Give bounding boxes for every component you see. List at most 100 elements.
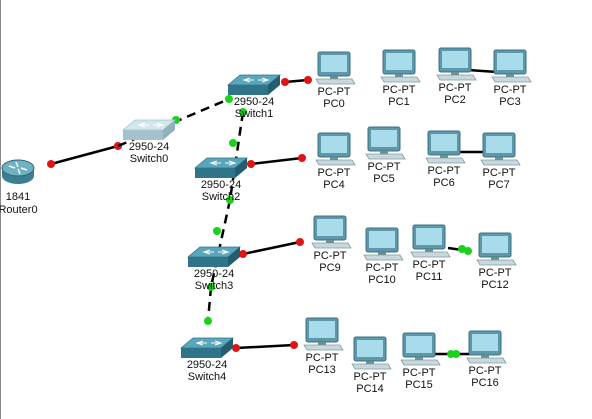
pc-icon bbox=[476, 232, 517, 266]
device-name-label: PC2 bbox=[444, 94, 465, 106]
link-status-up-from-dot bbox=[207, 283, 215, 291]
link-status-down-to-dot bbox=[290, 341, 298, 349]
device-model-label: PC-PT bbox=[318, 167, 351, 179]
link-status-up-to-dot bbox=[225, 95, 233, 103]
device-name-label: Switch0 bbox=[130, 153, 169, 165]
link-switch1-pc0[interactable] bbox=[281, 76, 312, 86]
switch-icon bbox=[186, 246, 242, 267]
link-switch2-switch3[interactable] bbox=[209, 196, 234, 288]
device-name-label: PC3 bbox=[499, 96, 520, 108]
link-switch2-pc4[interactable] bbox=[247, 154, 306, 168]
link-switch3-pc9[interactable] bbox=[239, 238, 304, 258]
pc-icon bbox=[311, 215, 352, 249]
device-name-label: PC10 bbox=[368, 274, 396, 286]
link-switch1-switch2[interactable] bbox=[228, 108, 247, 201]
link-cable[interactable] bbox=[467, 68, 498, 74]
switch-icon bbox=[179, 337, 235, 358]
link-pc11-pc12[interactable] bbox=[447, 245, 472, 255]
device-model-label: PC-PT bbox=[383, 84, 416, 96]
device-model-label: 2950-24 bbox=[234, 96, 274, 108]
link-cable[interactable] bbox=[242, 240, 301, 256]
link-status-up-from-dot bbox=[239, 108, 247, 116]
device-model-label: PC-PT bbox=[366, 262, 399, 274]
device-model-label: PC-PT bbox=[314, 250, 347, 262]
switch-icon bbox=[121, 119, 177, 140]
pc-icon bbox=[480, 132, 521, 166]
link-pc15-pc16[interactable] bbox=[433, 350, 472, 358]
device-model-label: PC-PT bbox=[354, 371, 387, 383]
pc-icon bbox=[380, 49, 421, 83]
device-name-label: PC12 bbox=[481, 279, 509, 291]
link-status-up-from-dot bbox=[226, 196, 234, 204]
device-model-label: 2950-24 bbox=[194, 268, 234, 280]
link-cable[interactable] bbox=[235, 343, 295, 350]
link-status-down-from-dot bbox=[281, 78, 289, 86]
device-model-label: PC-PT bbox=[469, 365, 502, 377]
link-status-up-to-dot bbox=[213, 227, 221, 235]
link-switch3-switch4[interactable] bbox=[204, 283, 215, 325]
link-status-down-from-dot bbox=[232, 344, 240, 352]
device-model-label: 2950-24 bbox=[129, 141, 169, 153]
device-name-label: PC16 bbox=[471, 377, 499, 389]
link-cable[interactable] bbox=[206, 286, 213, 322]
device-model-label: PC-PT bbox=[368, 161, 401, 173]
workspace-left-border bbox=[0, 0, 1, 419]
device-name-label: PC13 bbox=[308, 364, 336, 376]
device-model-label: PC-PT bbox=[413, 259, 446, 271]
link-status-down-to-dot bbox=[304, 76, 312, 84]
device-name-label: PC1 bbox=[388, 96, 409, 108]
device-name-label: PC5 bbox=[373, 173, 394, 185]
pc-icon bbox=[363, 227, 404, 261]
router-icon bbox=[1, 159, 35, 184]
device-name-label: PC4 bbox=[323, 179, 344, 191]
device-model-label: PC-PT bbox=[428, 165, 461, 177]
link-pc2-pc3[interactable] bbox=[467, 68, 498, 74]
pc-icon bbox=[410, 224, 451, 258]
link-status-down-to-dot bbox=[298, 154, 306, 162]
device-name-label: Switch4 bbox=[188, 371, 227, 383]
device-model-label: 1841 bbox=[6, 191, 30, 203]
pc-icon bbox=[351, 336, 392, 370]
device-name-label: Switch2 bbox=[202, 191, 241, 203]
link-cable[interactable] bbox=[50, 144, 119, 166]
pc-icon bbox=[436, 47, 477, 81]
device-model-label: PC-PT bbox=[318, 86, 351, 98]
device-model-label: PC-PT bbox=[494, 84, 527, 96]
pc-icon bbox=[303, 317, 344, 351]
device-model-label: 2950-24 bbox=[187, 359, 227, 371]
device-name-label: Switch1 bbox=[235, 108, 274, 120]
device-model-label: PC-PT bbox=[439, 82, 472, 94]
device-name-label: Router0 bbox=[0, 204, 38, 216]
link-switch4-pc13[interactable] bbox=[232, 341, 298, 352]
link-cable[interactable] bbox=[250, 156, 303, 166]
device-name-label: PC14 bbox=[356, 383, 384, 395]
device-model-label: 2950-24 bbox=[201, 179, 241, 191]
pc-icon bbox=[491, 49, 532, 83]
pc-icon bbox=[400, 332, 441, 366]
device-name-label: PC9 bbox=[319, 262, 340, 274]
